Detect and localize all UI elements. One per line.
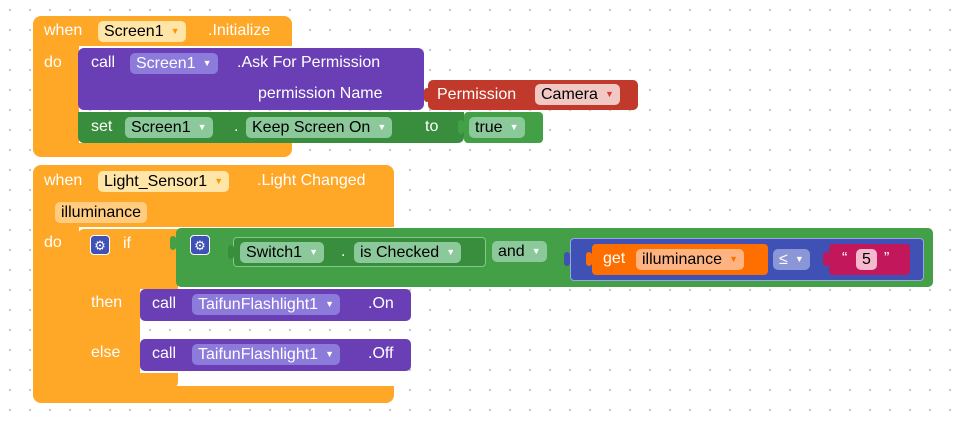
text-connector [823,252,829,266]
light-changed-do-arm [33,227,79,387]
switch-getter-connector [228,245,234,259]
dropdown-arrow-icon: ▼ [446,247,456,257]
method-name: .Ask For Permission [237,54,381,71]
else-keyword: else [91,344,121,361]
component-name: Screen1 [131,119,191,136]
screen1-initialize-do-arm [33,46,79,146]
if-block-then-arm [78,289,140,389]
dropdown-arrow-icon: ▼ [197,122,207,132]
dropdown-arrow-icon: ▼ [214,176,224,186]
dropdown-arrow-icon: ▼ [531,246,541,256]
when-keyword: when [44,172,83,189]
screen1-method-component-dropdown[interactable]: Screen1 ▼ [130,53,218,74]
dropdown-arrow-icon: ▼ [729,254,739,264]
method-name: .On [368,295,394,312]
true-connector [458,120,464,134]
property-name: Keep Screen On [252,119,371,136]
flashlight-on-component-dropdown[interactable]: TaifunFlashlight1 ▼ [192,294,341,315]
quote-close: ” [884,250,890,267]
screen1-component-dropdown[interactable]: Screen1 ▼ [98,21,186,42]
event-name: .Initialize [208,22,271,39]
get-keyword: get [603,250,626,267]
component-name: TaifunFlashlight1 [198,296,319,313]
do-keyword: do [44,234,62,251]
component-name: Switch1 [246,244,303,261]
then-keyword: then [91,294,123,311]
permission-value-dropdown[interactable]: Camera ▼ [535,84,620,105]
component-name: TaifunFlashlight1 [198,346,319,363]
dropdown-arrow-icon: ▼ [309,247,319,257]
light-sensor-component-dropdown[interactable]: Light_Sensor1 ▼ [98,171,230,192]
get-connector [586,252,592,266]
and-mutator-gear-icon[interactable]: ⚙ [190,235,210,255]
permission-value: Camera [541,86,598,103]
keep-screen-on-property-dropdown[interactable]: Keep Screen On ▼ [246,117,393,138]
dropdown-arrow-icon: ▼ [509,122,519,132]
dropdown-arrow-icon: ▼ [794,254,804,264]
dropdown-arrow-icon: ▼ [170,26,180,36]
if-block-bottom [78,373,178,388]
permission-label: Permission [437,86,517,103]
illuminance-variable-dropdown[interactable]: illuminance ▼ [636,249,745,270]
quote-open: “ [842,250,848,267]
screen1-setter-component-dropdown[interactable]: Screen1 ▼ [125,117,213,138]
variable-name: illuminance [642,251,723,268]
boolean-value: true [475,119,503,136]
permission-connector [424,88,430,102]
dot-separator: . [341,243,346,260]
call-keyword: call [91,54,116,71]
component-name: Screen1 [136,55,196,72]
when-keyword: when [44,22,83,39]
and-operator-dropdown[interactable]: and ▼ [492,241,547,262]
compare-connector [564,252,570,266]
method-name: .Off [368,345,394,362]
light-changed-bottom [33,386,394,403]
to-keyword: to [425,118,439,135]
dropdown-arrow-icon: ▼ [325,349,335,359]
operator-value: and [498,243,525,260]
and-connector [170,236,176,250]
dot-separator: . [234,118,239,135]
dropdown-arrow-icon: ▼ [377,122,387,132]
text-value-field[interactable]: 5 [856,249,877,270]
permission-name-label: permission Name [258,85,383,102]
component-name: Light_Sensor1 [104,173,208,190]
component-name: Screen1 [104,23,164,40]
flashlight-off-component-dropdown[interactable]: TaifunFlashlight1 ▼ [192,344,341,365]
true-value-dropdown[interactable]: true ▼ [469,117,525,138]
illuminance-parameter[interactable]: illuminance [55,202,148,223]
if-keyword: if [123,235,131,252]
dropdown-arrow-icon: ▼ [202,58,212,68]
call-keyword: call [152,345,177,362]
dropdown-arrow-icon: ▼ [325,299,335,309]
operator-value: ≤ [779,251,788,268]
screen1-initialize-bottom [33,143,292,157]
is-checked-property-dropdown[interactable]: is Checked ▼ [354,242,462,263]
if-mutator-gear-icon[interactable]: ⚙ [90,235,110,255]
dropdown-arrow-icon: ▼ [604,89,614,99]
switch-component-dropdown[interactable]: Switch1 ▼ [240,242,325,263]
do-keyword: do [44,54,62,71]
set-keyword: set [91,118,113,135]
property-name: is Checked [360,244,440,261]
compare-operator-dropdown[interactable]: ≤▼ [773,249,810,270]
event-name: .Light Changed [257,172,366,189]
call-keyword: call [152,295,177,312]
